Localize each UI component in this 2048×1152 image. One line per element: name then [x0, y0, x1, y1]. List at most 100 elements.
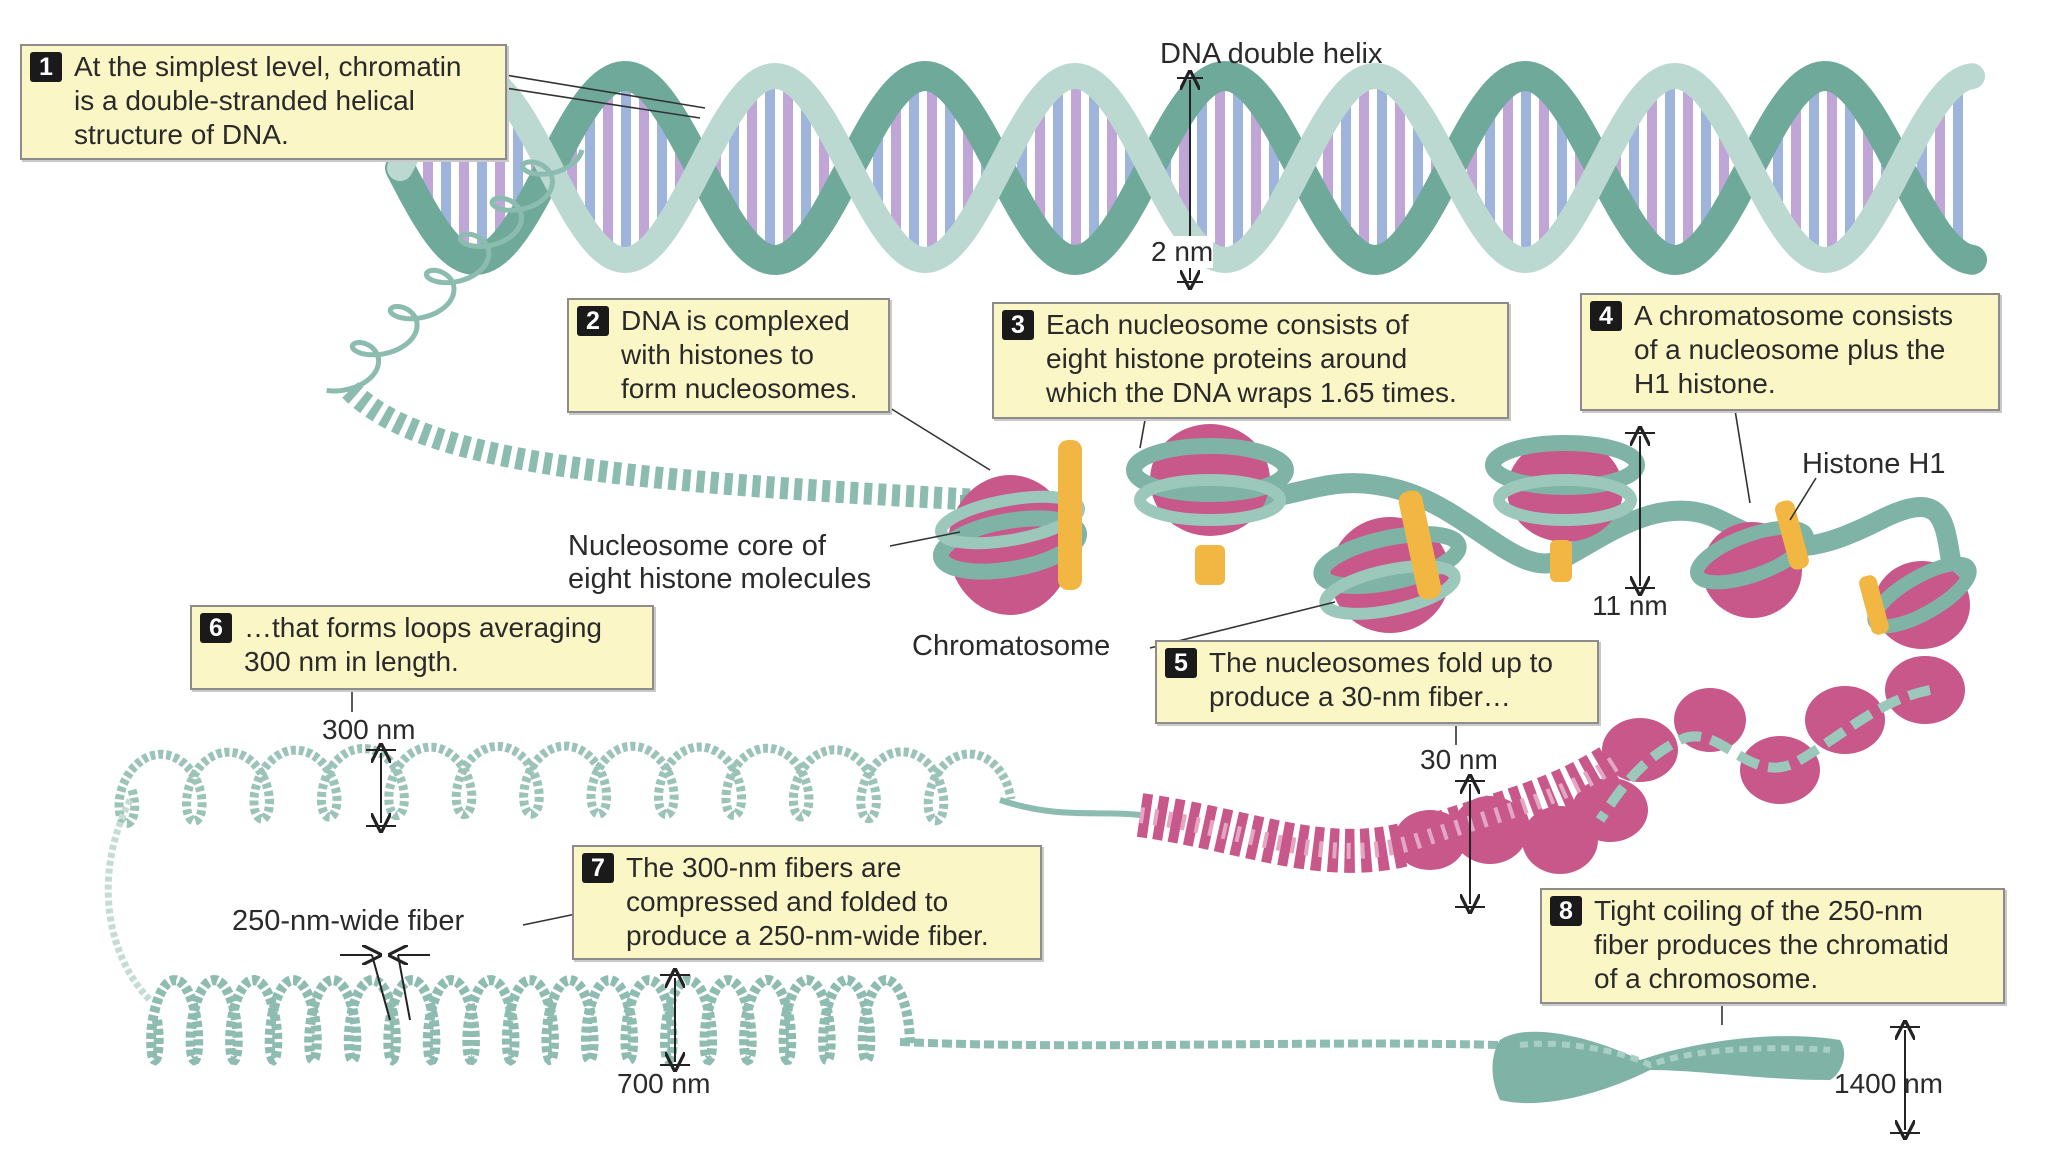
base-pair	[477, 76, 487, 260]
base-pair	[1413, 110, 1423, 226]
base-pair	[1845, 88, 1855, 248]
base-pair	[1647, 86, 1657, 250]
label-histone-h1: Histone H1	[1802, 448, 1946, 480]
label-chromatosome: Chromatosome	[912, 630, 1111, 662]
base-pair	[513, 110, 523, 226]
dimension-300nm: 300 nm	[322, 714, 416, 745]
base-pair	[567, 127, 577, 209]
base-pair	[1215, 76, 1225, 260]
callout-step-6: 6 …that forms loops averaging 300 nm in …	[190, 605, 654, 690]
base-pair	[639, 83, 649, 253]
chromatosome	[1313, 490, 1467, 633]
base-pair	[1035, 99, 1045, 237]
callout-step-7: 7 The 300-nm fibers are compressed and f…	[572, 845, 1042, 960]
base-pair	[1629, 107, 1639, 229]
chromatosome-h1	[1690, 500, 1814, 618]
base-pair	[1557, 102, 1567, 234]
base-pair	[1395, 88, 1405, 248]
step-number-badge: 3	[1002, 310, 1034, 340]
base-pair	[495, 88, 505, 248]
step-number-badge: 5	[1165, 648, 1197, 678]
base-pair	[1521, 76, 1531, 260]
base-pair	[1917, 127, 1927, 209]
callout-step-1: 1 At the simplest level, chromatin is a …	[20, 44, 507, 160]
callout-text: At the simplest level, chromatin is a do…	[74, 51, 462, 150]
base-pair	[1863, 110, 1873, 226]
base-pair	[819, 120, 829, 216]
base-pair	[1719, 120, 1729, 216]
callout-step-4: 4 A chromatosome consists of a nucleosom…	[1580, 293, 2000, 411]
base-pair	[585, 99, 595, 237]
base-pair	[1665, 76, 1675, 260]
base-pair	[963, 110, 973, 226]
base-pair	[729, 107, 739, 229]
chromatid-chromosome	[1492, 1031, 1845, 1104]
base-pair	[1089, 83, 1099, 253]
label-dna-double-helix: DNA double helix	[1160, 38, 1383, 70]
callout-step-5: 5 The nucleosomes fold up to produce a 3…	[1155, 640, 1599, 724]
base-pair	[1503, 81, 1513, 255]
base-pair	[1935, 99, 1945, 237]
loop-fiber-300nm	[114, 741, 1016, 828]
base-pair	[1701, 94, 1711, 242]
base-pair	[747, 86, 757, 250]
base-pair	[1017, 127, 1027, 209]
callout-text: The nucleosomes fold up to produce a 30-…	[1209, 647, 1553, 712]
base-pair	[1827, 76, 1837, 260]
base-pair	[441, 92, 451, 244]
base-pair	[891, 92, 901, 244]
step-number-badge: 7	[582, 853, 614, 883]
callout-text: DNA is complexed with histones to form n…	[621, 305, 858, 404]
base-pair	[621, 76, 631, 260]
base-pair	[1791, 92, 1801, 244]
base-pair	[909, 78, 919, 258]
dimension-30nm: 30 nm	[1420, 744, 1498, 775]
base-pair	[1323, 117, 1333, 219]
base-pair	[1809, 78, 1819, 258]
callout-text: …that forms loops averaging 300 nm in le…	[244, 612, 602, 677]
fiber-250nm-wide	[146, 974, 915, 1066]
base-pair	[1485, 99, 1495, 237]
base-pair	[765, 76, 775, 260]
base-pair	[459, 78, 469, 258]
base-pair	[1233, 79, 1243, 257]
base-pair	[1683, 79, 1693, 257]
fiber-connector	[999, 797, 1141, 818]
base-pair	[1269, 120, 1279, 216]
base-pair	[927, 76, 937, 260]
callout-text: The 300-nm fibers are compressed and fol…	[626, 852, 989, 951]
nucleosome	[932, 440, 1088, 615]
dimension-1400nm: 1400 nm	[1834, 1068, 1943, 1099]
base-pair	[945, 88, 955, 248]
base-pair	[1125, 130, 1135, 206]
callout-text: Tight coiling of the 250-nm fiber produc…	[1594, 895, 1949, 994]
dna-coil-left	[326, 149, 585, 394]
base-pair	[801, 94, 811, 242]
callout-text: A chromatosome consists of a nucleosome …	[1634, 300, 1954, 399]
callout-step-3: 3 Each nucleosome consists of eight hist…	[992, 302, 1509, 419]
thirty-nm-fiber	[1137, 656, 1965, 874]
base-pair	[1251, 94, 1261, 242]
base-pair	[1359, 78, 1369, 258]
base-pair	[1071, 76, 1081, 260]
base-pair	[1575, 130, 1585, 206]
dimension-2nm: 2 nm	[1151, 236, 1214, 268]
fiber-connector	[104, 798, 153, 1003]
base-pair	[1197, 86, 1207, 250]
dimension-11nm: 11 nm	[1592, 590, 1668, 621]
base-pair	[1377, 76, 1387, 260]
base-pair	[783, 79, 793, 257]
base-pair	[423, 117, 433, 219]
callout-text: Each nucleosome consists of eight histon…	[1046, 309, 1457, 408]
step-number-badge: 8	[1550, 896, 1582, 926]
base-pair	[1539, 83, 1549, 253]
dimension-markers	[340, 78, 1920, 1133]
base-pair	[603, 81, 613, 255]
callout-step-8: 8 Tight coiling of the 250-nm fiber prod…	[1540, 888, 2005, 1004]
dna-double-helix-strand	[385, 60, 1987, 276]
base-pair	[1467, 127, 1477, 209]
nucleosome	[1126, 424, 1294, 585]
label-nucleosome-core: Nucleosome core of eight histone molecul…	[568, 530, 872, 595]
base-pair	[1107, 102, 1117, 234]
